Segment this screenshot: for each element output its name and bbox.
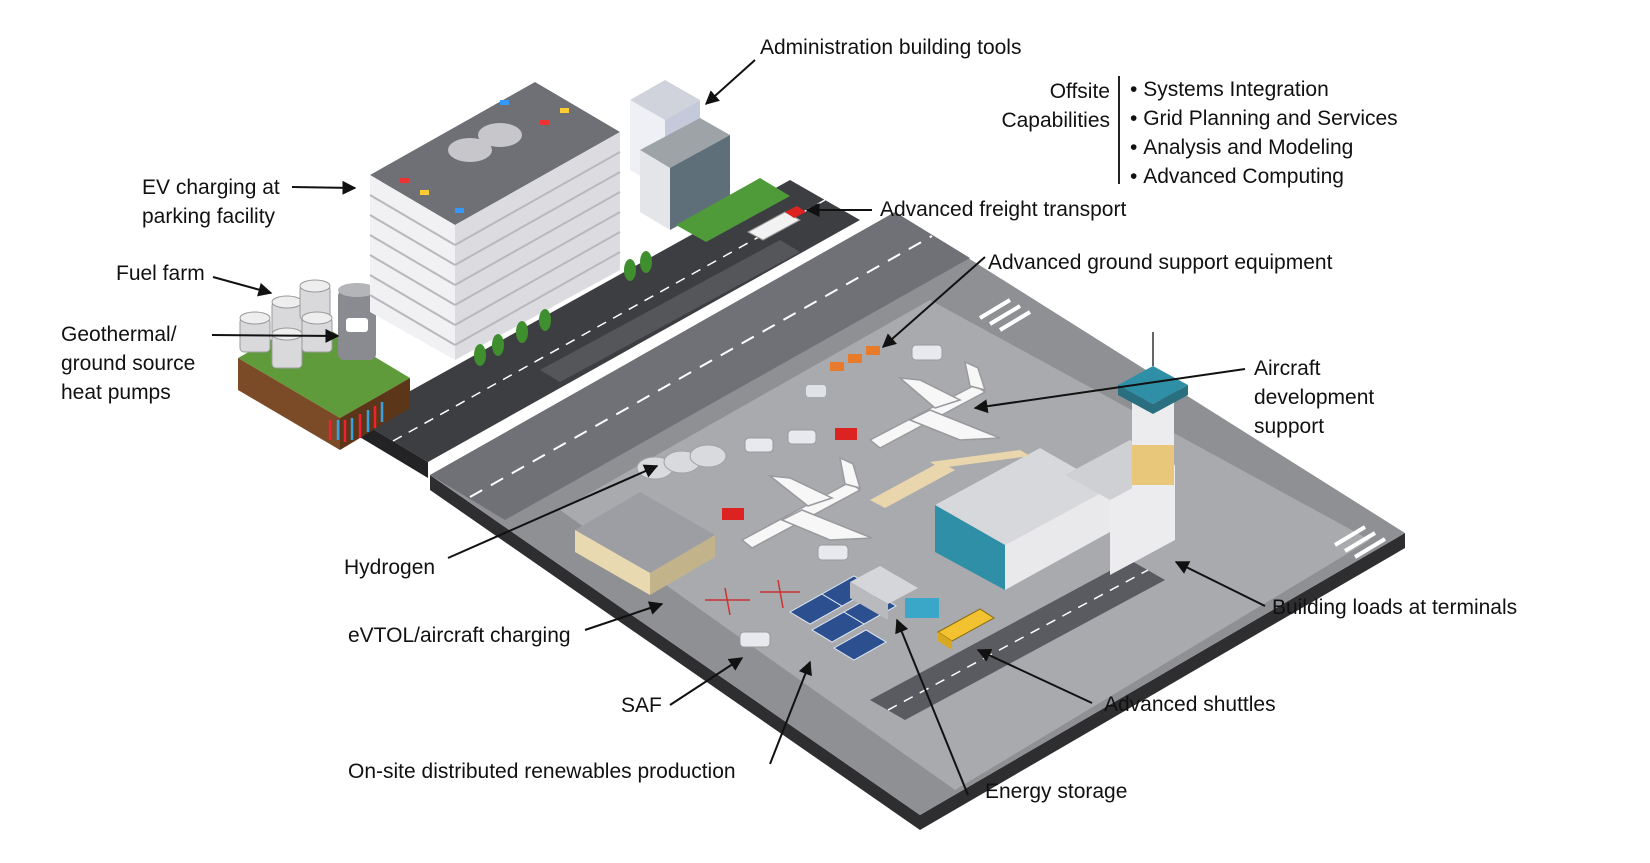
arrow-evtol bbox=[584, 601, 664, 631]
offsite-item: Advanced Computing bbox=[1130, 162, 1398, 191]
administration-buildings bbox=[630, 80, 790, 242]
parking-garage bbox=[369, 82, 621, 360]
runway-threshold-marks bbox=[978, 298, 1387, 559]
arrow-building-loads bbox=[1174, 561, 1266, 607]
offsite-capabilities-list: Systems Integration Grid Planning and Se… bbox=[1130, 75, 1398, 191]
label-geothermal: Geothermal/ ground source heat pumps bbox=[61, 323, 196, 404]
offsite-divider bbox=[1118, 76, 1120, 184]
arrow-hydrogen bbox=[447, 464, 659, 559]
airplane-lower bbox=[740, 456, 873, 549]
label-hydrogen: Hydrogen bbox=[344, 556, 436, 579]
arrow-aircraft-dev bbox=[973, 368, 1246, 414]
label-evtol: eVTOL/aircraft charging bbox=[348, 624, 571, 647]
arrow-admin-tools bbox=[704, 59, 756, 105]
arrow-ev-charging bbox=[291, 180, 357, 195]
arrow-ground-support bbox=[881, 256, 986, 348]
label-saf: SAF bbox=[621, 694, 662, 717]
shuttle-bus bbox=[937, 608, 995, 650]
label-aircraft-dev: Aircraft development support bbox=[1254, 357, 1375, 438]
offsite-capabilities-heading: Offsite Capabilities bbox=[1001, 80, 1110, 132]
arrow-energy-storage bbox=[895, 618, 969, 796]
label-freight: Advanced freight transport bbox=[880, 198, 1127, 221]
arrow-shuttles bbox=[976, 648, 1093, 704]
arrow-geothermal bbox=[211, 328, 340, 343]
ground-support-vehicles bbox=[722, 344, 943, 648]
label-building-loads: Building loads at terminals bbox=[1272, 596, 1518, 619]
label-ground-support: Advanced ground support equipment bbox=[988, 251, 1333, 274]
label-ev-charging: EV charging at parking facility bbox=[142, 176, 280, 228]
arrow-fuel-farm bbox=[212, 276, 273, 297]
city-road bbox=[358, 180, 860, 478]
offsite-item: Systems Integration bbox=[1130, 75, 1398, 104]
small-aircraft bbox=[705, 579, 800, 616]
label-renewables: On-site distributed renewables productio… bbox=[348, 760, 736, 783]
label-fuel-farm: Fuel farm bbox=[116, 262, 205, 285]
freight-truck bbox=[746, 206, 806, 241]
hydrogen-tanks bbox=[636, 444, 727, 480]
heat-pump-unit bbox=[338, 283, 376, 360]
label-energy-storage: Energy storage bbox=[985, 780, 1128, 803]
hangar bbox=[575, 492, 715, 595]
airplane-upper bbox=[868, 360, 1001, 449]
label-admin-tools: Administration building tools bbox=[760, 36, 1022, 59]
label-shuttles: Advanced shuttles bbox=[1104, 693, 1276, 716]
offsite-item: Analysis and Modeling bbox=[1130, 133, 1398, 162]
fuel-farm-tanks bbox=[239, 279, 333, 369]
offsite-item: Grid Planning and Services bbox=[1130, 104, 1397, 133]
control-tower bbox=[1118, 332, 1188, 495]
callout-arrows bbox=[211, 59, 1266, 796]
arrow-saf bbox=[669, 657, 744, 706]
arrow-renewables bbox=[769, 660, 812, 765]
energy-storage-units bbox=[850, 566, 939, 620]
trees bbox=[474, 251, 652, 366]
